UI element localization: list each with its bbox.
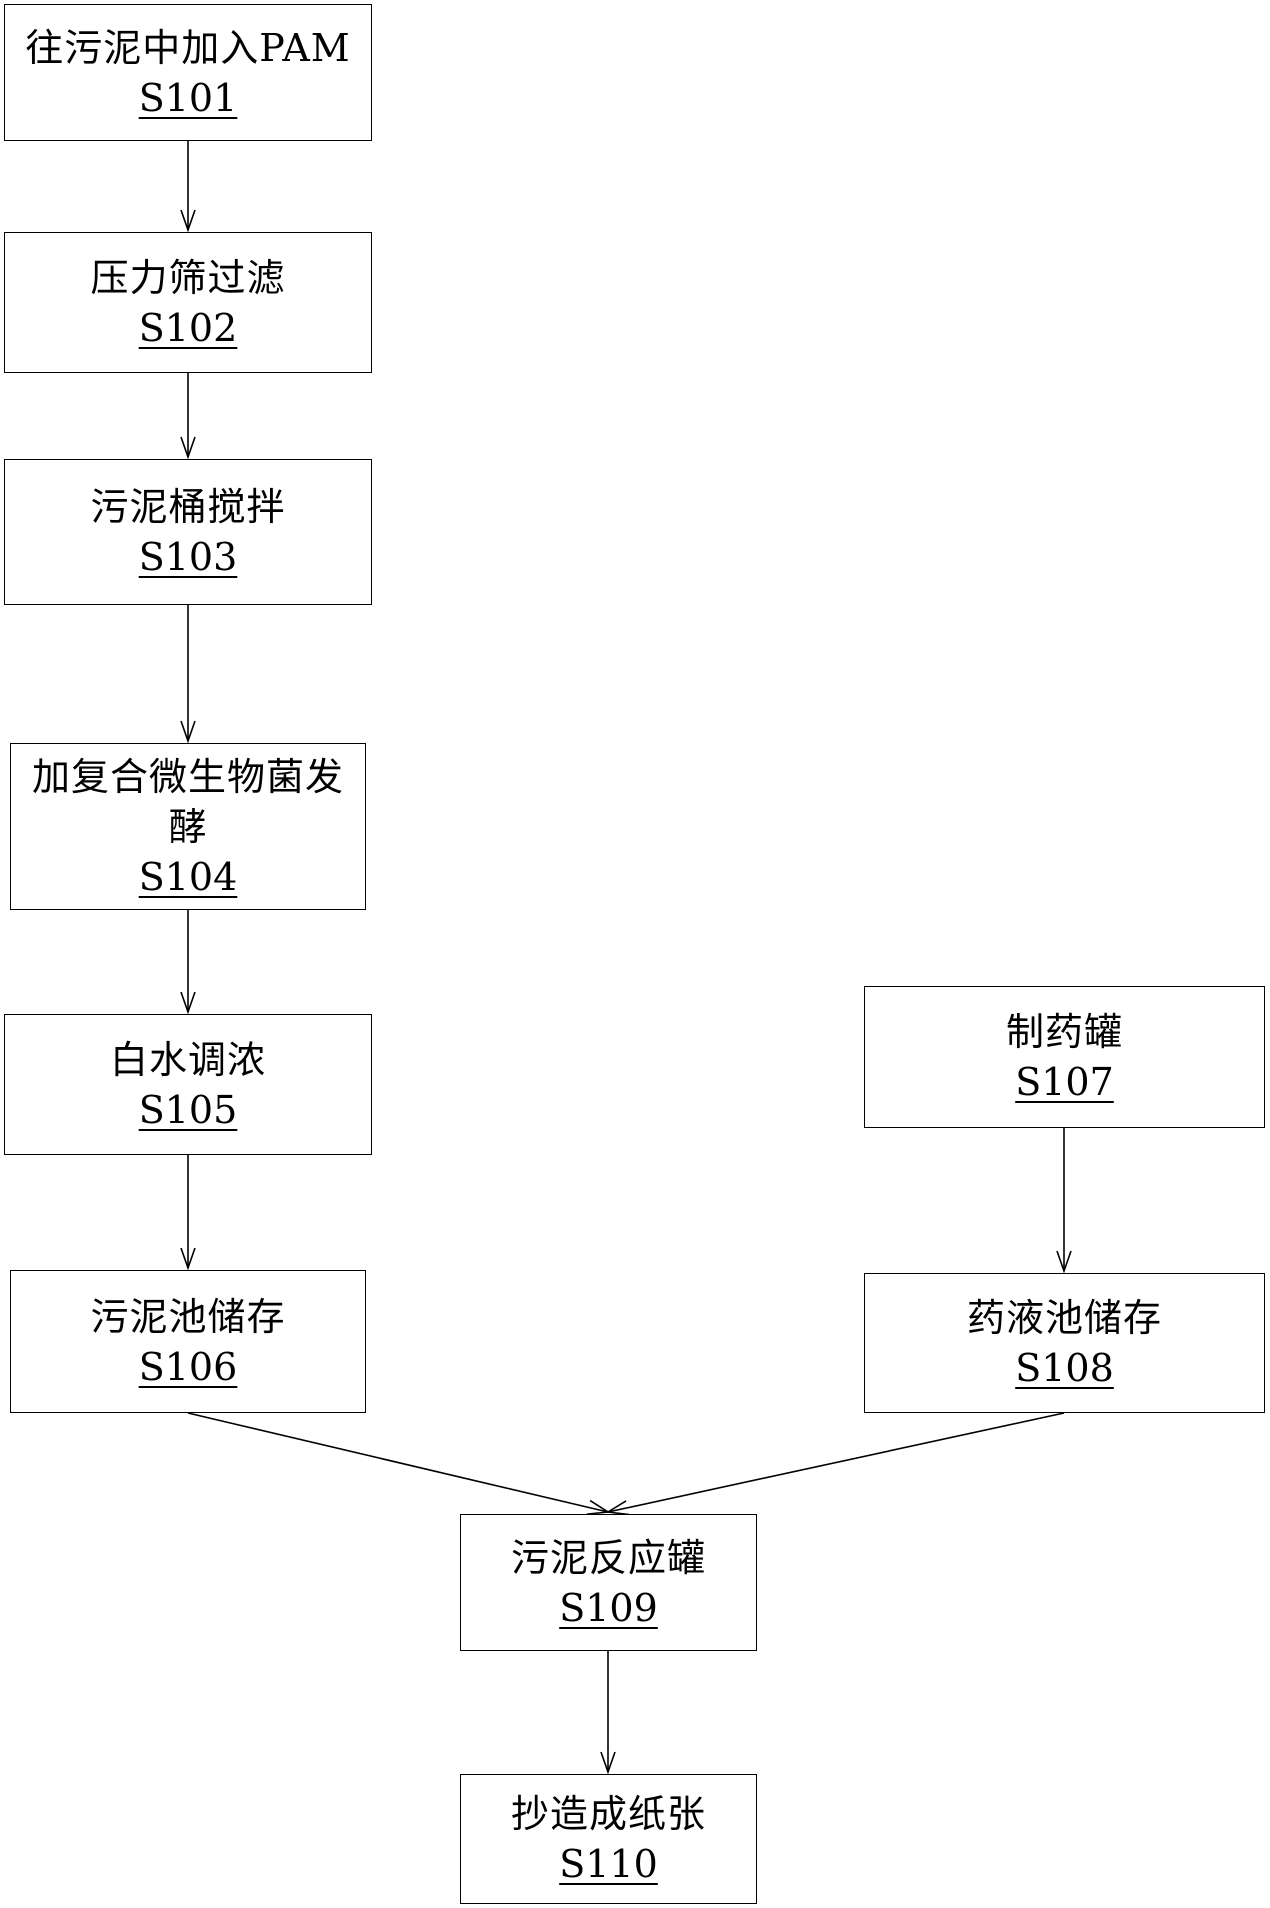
step-s110: 抄造成纸张 S110 [460,1774,757,1904]
arrow-s106-s109 [187,1412,608,1512]
step-s101: 往污泥中加入PAM S101 [4,4,372,141]
step-s107: 制药罐 S107 [864,986,1265,1128]
step-s105: 白水调浓 S105 [4,1014,372,1155]
step-label: 药液池储存 [966,1296,1162,1340]
step-s108: 药液池储存 S108 [864,1273,1265,1413]
step-label: 污泥反应罐 [510,1535,706,1580]
step-code: S105 [138,1087,238,1132]
step-s106: 污泥池储存 S106 [10,1270,366,1413]
step-code: S108 [1015,1346,1114,1390]
step-label: 压力筛过滤 [90,255,286,300]
step-s109: 污泥反应罐 S109 [460,1514,757,1651]
step-code: S101 [138,75,238,120]
step-s104: 加复合微生物菌发酵 S104 [10,743,366,910]
step-code: S110 [559,1842,658,1886]
step-code: S106 [138,1344,238,1389]
step-s103: 污泥桶搅拌 S103 [4,459,372,605]
step-label: 制药罐 [1005,1010,1123,1054]
step-label: 加复合微生物菌发酵 [31,754,344,849]
step-code: S109 [559,1585,658,1630]
step-code: S102 [138,305,238,350]
step-code: S103 [138,535,238,579]
arrow-s108-s109 [608,1412,1065,1512]
step-code: S104 [138,854,238,899]
step-label: 污泥池储存 [90,1294,286,1339]
step-label: 往污泥中加入PAM [25,25,351,70]
step-label: 抄造成纸张 [510,1792,706,1836]
step-s102: 压力筛过滤 S102 [4,232,372,373]
step-code: S107 [1015,1060,1114,1104]
step-label: 污泥桶搅拌 [90,485,286,529]
step-label: 白水调浓 [109,1037,266,1082]
